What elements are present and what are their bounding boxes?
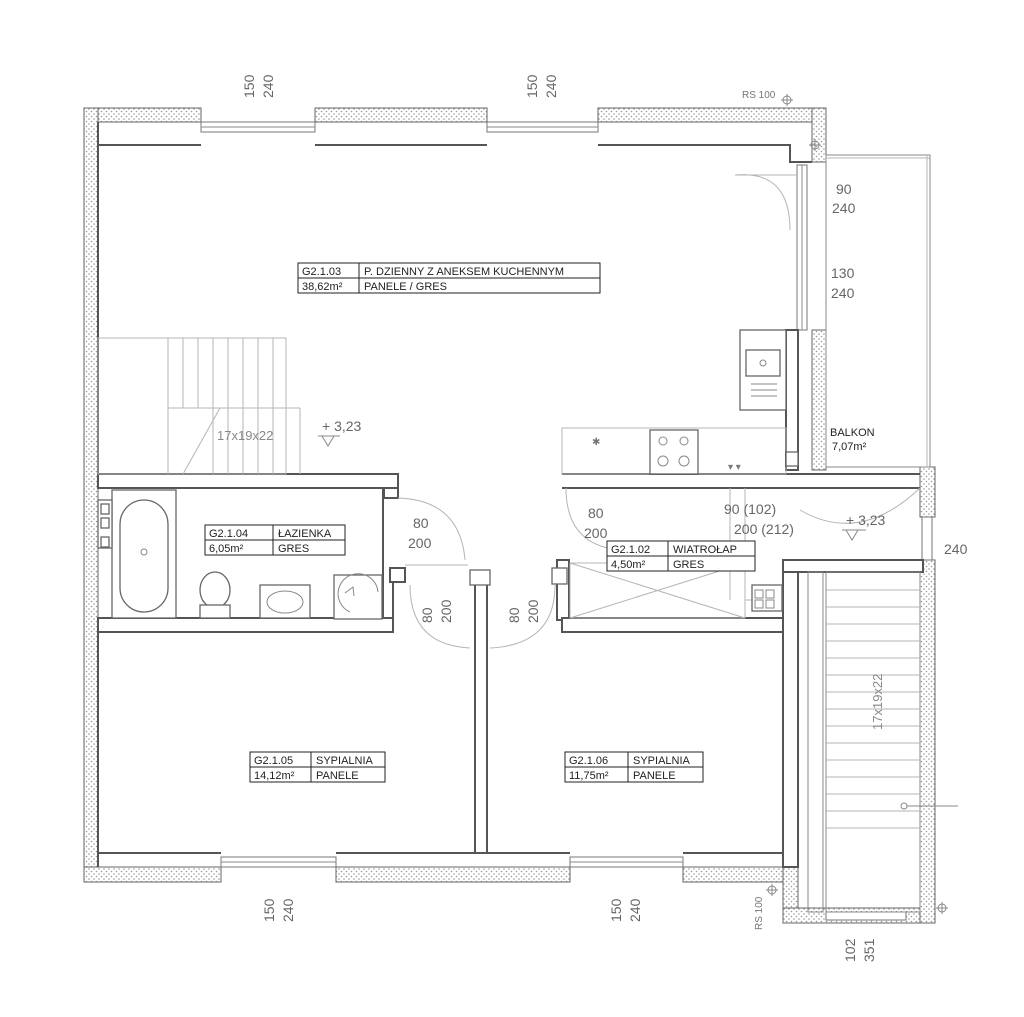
room-area: 38,62m² bbox=[302, 281, 343, 293]
balcony bbox=[734, 154, 931, 468]
room-label-bathroom: G2.1.04 ŁAZIENKA 6,05m² GRES bbox=[204, 524, 346, 556]
room-floor: GRES bbox=[673, 559, 704, 571]
door-dimensions: 90 240 130 240 80 200 80 200 90 (102) 20… bbox=[408, 181, 968, 557]
level-stair: + 3,23 bbox=[846, 512, 886, 528]
dim-stair-window-w: 102 bbox=[842, 938, 858, 962]
dim-balcony-door-h: 240 bbox=[832, 200, 856, 216]
rs-markers: RS 100 RS 100 bbox=[742, 90, 948, 930]
dim-top-left-w: 150 bbox=[241, 74, 257, 98]
stair-right-label: 17x19x22 bbox=[870, 674, 885, 730]
room-name: SYPIALNIA bbox=[633, 755, 691, 767]
rs-label-bottom: RS 100 bbox=[754, 896, 765, 930]
stair-left bbox=[97, 337, 301, 475]
room-area: 4,50m² bbox=[611, 559, 646, 571]
rs-label-top: RS 100 bbox=[742, 90, 776, 101]
room-label-bedroom-left: G2.1.05 SYPIALNIA 14,12m² PANELE bbox=[249, 751, 386, 783]
stair-right bbox=[807, 571, 958, 913]
dim-bedroom-left-door-w: 80 bbox=[419, 607, 435, 623]
level-main: + 3,23 bbox=[322, 418, 362, 434]
room-floor: PANELE bbox=[316, 770, 359, 782]
dim-entrance-door-h: 200 (212) bbox=[734, 521, 794, 537]
dim-balcony-window-w: 130 bbox=[831, 265, 855, 281]
windows bbox=[200, 121, 933, 921]
dim-balcony-door-w: 90 bbox=[836, 181, 852, 197]
dim-hall-door-h: 200 bbox=[584, 525, 608, 541]
room-floor: PANELE / GRES bbox=[364, 281, 447, 293]
dim-stair-window-h: 351 bbox=[861, 938, 877, 962]
dim-bottom-left-h: 240 bbox=[280, 898, 296, 922]
level-markers: + 3,23 + 3,23 bbox=[318, 418, 886, 541]
dim-bedroom-left-door-h: 200 bbox=[438, 599, 454, 623]
svg-text:▾ ▾: ▾ ▾ bbox=[728, 462, 741, 473]
dim-bottom-right-h: 240 bbox=[627, 898, 643, 922]
dim-top-right-w: 150 bbox=[524, 74, 540, 98]
room-code: G2.1.02 bbox=[611, 544, 650, 556]
stair-left-label: 17x19x22 bbox=[217, 428, 273, 443]
room-area: 6,05m² bbox=[209, 543, 244, 555]
interior-walls bbox=[97, 329, 924, 868]
room-code: G2.1.06 bbox=[569, 755, 608, 767]
room-name: WIATROŁAP bbox=[673, 544, 737, 556]
dim-top-left-h: 240 bbox=[260, 74, 276, 98]
dim-top-right-h: 240 bbox=[543, 74, 559, 98]
room-label-bedroom-right: G2.1.06 SYPIALNIA 11,75m² PANELE bbox=[564, 751, 704, 783]
snowflake-icon: ✱ bbox=[592, 437, 600, 448]
room-floor: PANELE bbox=[633, 770, 676, 782]
dim-bedroom-right-door-w: 80 bbox=[506, 607, 522, 623]
room-name: SYPIALNIA bbox=[316, 755, 374, 767]
room-code: G2.1.05 bbox=[254, 755, 293, 767]
room-name: P. DZIENNY Z ANEKSEM KUCHENNYM bbox=[364, 266, 564, 278]
bathroom-fixtures bbox=[97, 489, 383, 620]
room-area: 11,75m² bbox=[569, 770, 609, 782]
dim-bathroom-door-w: 80 bbox=[413, 515, 429, 531]
dim-balcony-window-h: 240 bbox=[831, 285, 855, 301]
room-area: 14,12m² bbox=[254, 770, 295, 782]
exterior-walls bbox=[83, 107, 936, 924]
dim-entrance-door-w: 90 (102) bbox=[724, 501, 776, 517]
balcony-name: BALKON bbox=[830, 427, 875, 439]
dim-hall-door-w: 80 bbox=[588, 505, 604, 521]
room-code: G2.1.04 bbox=[209, 528, 248, 540]
door-swings bbox=[397, 497, 556, 649]
room-name: ŁAZIENKA bbox=[278, 528, 332, 540]
room-label-vestibule: G2.1.02 WIATROŁAP 4,50m² GRES bbox=[606, 540, 756, 572]
room-floor: GRES bbox=[278, 543, 309, 555]
kitchen: ✱ ▾ ▾ bbox=[561, 329, 799, 475]
dim-bottom-left-w: 150 bbox=[261, 898, 277, 922]
balcony-area: 7,07m² bbox=[832, 441, 867, 453]
window-dimensions: 150 240 150 240 150 240 150 240 102 351 … bbox=[241, 74, 877, 962]
room-label-living: G2.1.03 P. DZIENNY Z ANEKSEM KUCHENNYM 3… bbox=[297, 262, 601, 294]
dim-bathroom-door-h: 200 bbox=[408, 535, 432, 551]
dim-bottom-right-w: 150 bbox=[608, 898, 624, 922]
dim-bedroom-right-door-h: 200 bbox=[525, 599, 541, 623]
dim-side-window-h: 240 bbox=[944, 541, 968, 557]
room-code: G2.1.03 bbox=[302, 266, 341, 278]
